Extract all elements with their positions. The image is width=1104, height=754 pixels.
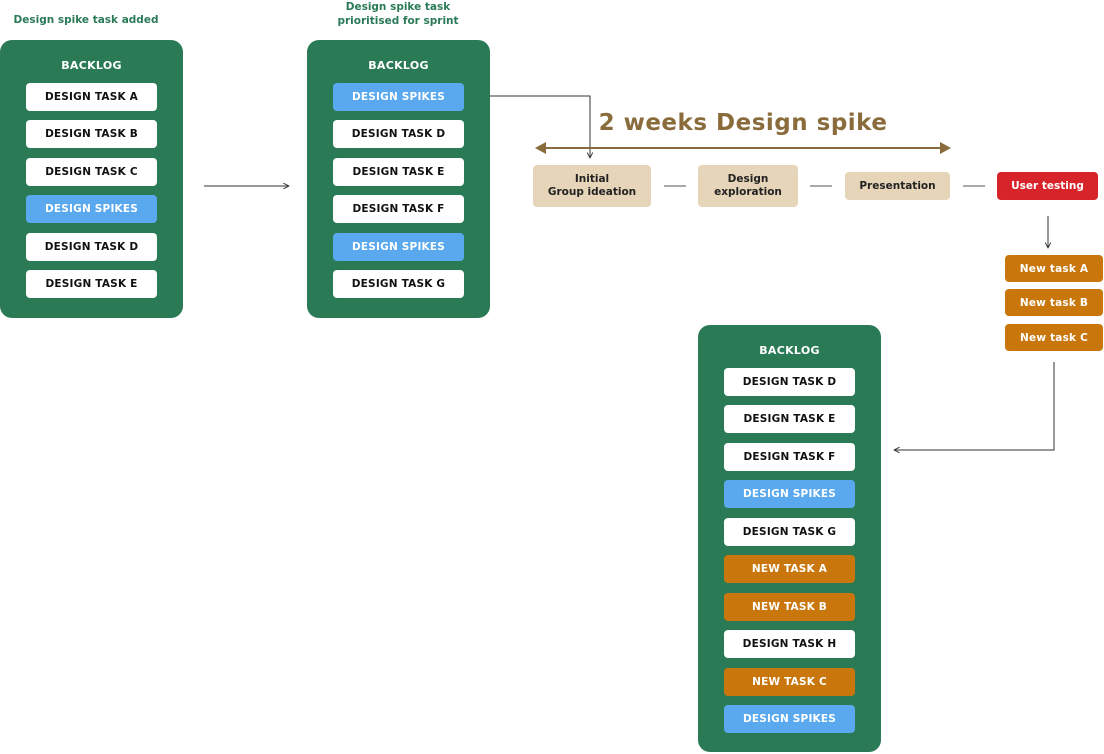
spike-duration-title: 2 weeks Design spike xyxy=(598,110,888,136)
backlog-item: DESIGN TASK A xyxy=(26,83,157,111)
backlog-item: DESIGN SPIKES xyxy=(333,233,464,261)
backlog-panel-updated: BACKLOG DESIGN TASK D DESIGN TASK E DESI… xyxy=(698,325,881,752)
backlog-title: BACKLOG xyxy=(759,344,820,357)
backlog-item: DESIGN TASK E xyxy=(333,158,464,186)
new-task-card: New task B xyxy=(1005,289,1103,316)
backlog-item: DESIGN TASK F xyxy=(724,443,855,471)
new-task-card: New task C xyxy=(1005,324,1103,351)
backlog-item: DESIGN TASK H xyxy=(724,630,855,658)
backlog-item: DESIGN TASK G xyxy=(333,270,464,298)
stage-label: User testing xyxy=(1011,179,1084,192)
backlog-item: DESIGN TASK C xyxy=(26,158,157,186)
spike-duration-right-arrowhead xyxy=(940,142,951,154)
backlog-item: DESIGN SPIKES xyxy=(724,705,855,733)
backlog-item: NEW TASK B xyxy=(724,593,855,621)
stage-user-testing: User testing xyxy=(997,172,1098,200)
backlog-title: BACKLOG xyxy=(61,59,122,72)
backlog-item: DESIGN TASK E xyxy=(724,405,855,433)
arrow-new-tasks-to-backlog3 xyxy=(894,362,1055,450)
backlog-item: NEW TASK C xyxy=(724,668,855,696)
backlog-item: DESIGN TASK D xyxy=(724,368,855,396)
arrow-spike-to-ideation xyxy=(476,95,590,158)
backlog-item: NEW TASK A xyxy=(724,555,855,583)
stage-label: Presentation xyxy=(859,179,936,192)
caption-line-2: prioritised for sprint xyxy=(337,15,459,27)
stage-initial-group-ideation: Initial Group ideation xyxy=(533,165,651,207)
stage-design-exploration: Design exploration xyxy=(698,165,798,207)
stage-presentation: Presentation xyxy=(845,172,950,200)
backlog-item: DESIGN TASK E xyxy=(26,270,157,298)
stage-label-line1: Initial xyxy=(574,173,610,185)
backlog-panel-initial: BACKLOG DESIGN TASK A DESIGN TASK B DESI… xyxy=(0,40,183,318)
backlog-panel-prioritised: BACKLOG DESIGN SPIKES DESIGN TASK D DESI… xyxy=(307,40,490,318)
caption-task-added: Design spike task added xyxy=(13,14,159,26)
stage-label-line1: Design xyxy=(727,173,769,185)
stage-label-line2: Group ideation xyxy=(547,186,637,198)
backlog-item: DESIGN SPIKES xyxy=(333,83,464,111)
backlog-item: DESIGN TASK D xyxy=(333,120,464,148)
backlog-item: DESIGN TASK F xyxy=(333,195,464,223)
stage-label-line2: exploration xyxy=(714,186,782,198)
backlog-title: BACKLOG xyxy=(368,59,429,72)
backlog-item: DESIGN SPIKES xyxy=(724,480,855,508)
caption-task-prioritised: Design spike task prioritised for sprint xyxy=(312,0,484,28)
backlog-item: DESIGN SPIKES xyxy=(26,195,157,223)
backlog-item: DESIGN TASK G xyxy=(724,518,855,546)
backlog-item: DESIGN TASK B xyxy=(26,120,157,148)
new-task-card: New task A xyxy=(1005,255,1103,282)
backlog-item: DESIGN TASK D xyxy=(26,233,157,261)
caption-line-1: Design spike task xyxy=(345,1,451,13)
spike-duration-left-arrowhead xyxy=(535,142,546,154)
